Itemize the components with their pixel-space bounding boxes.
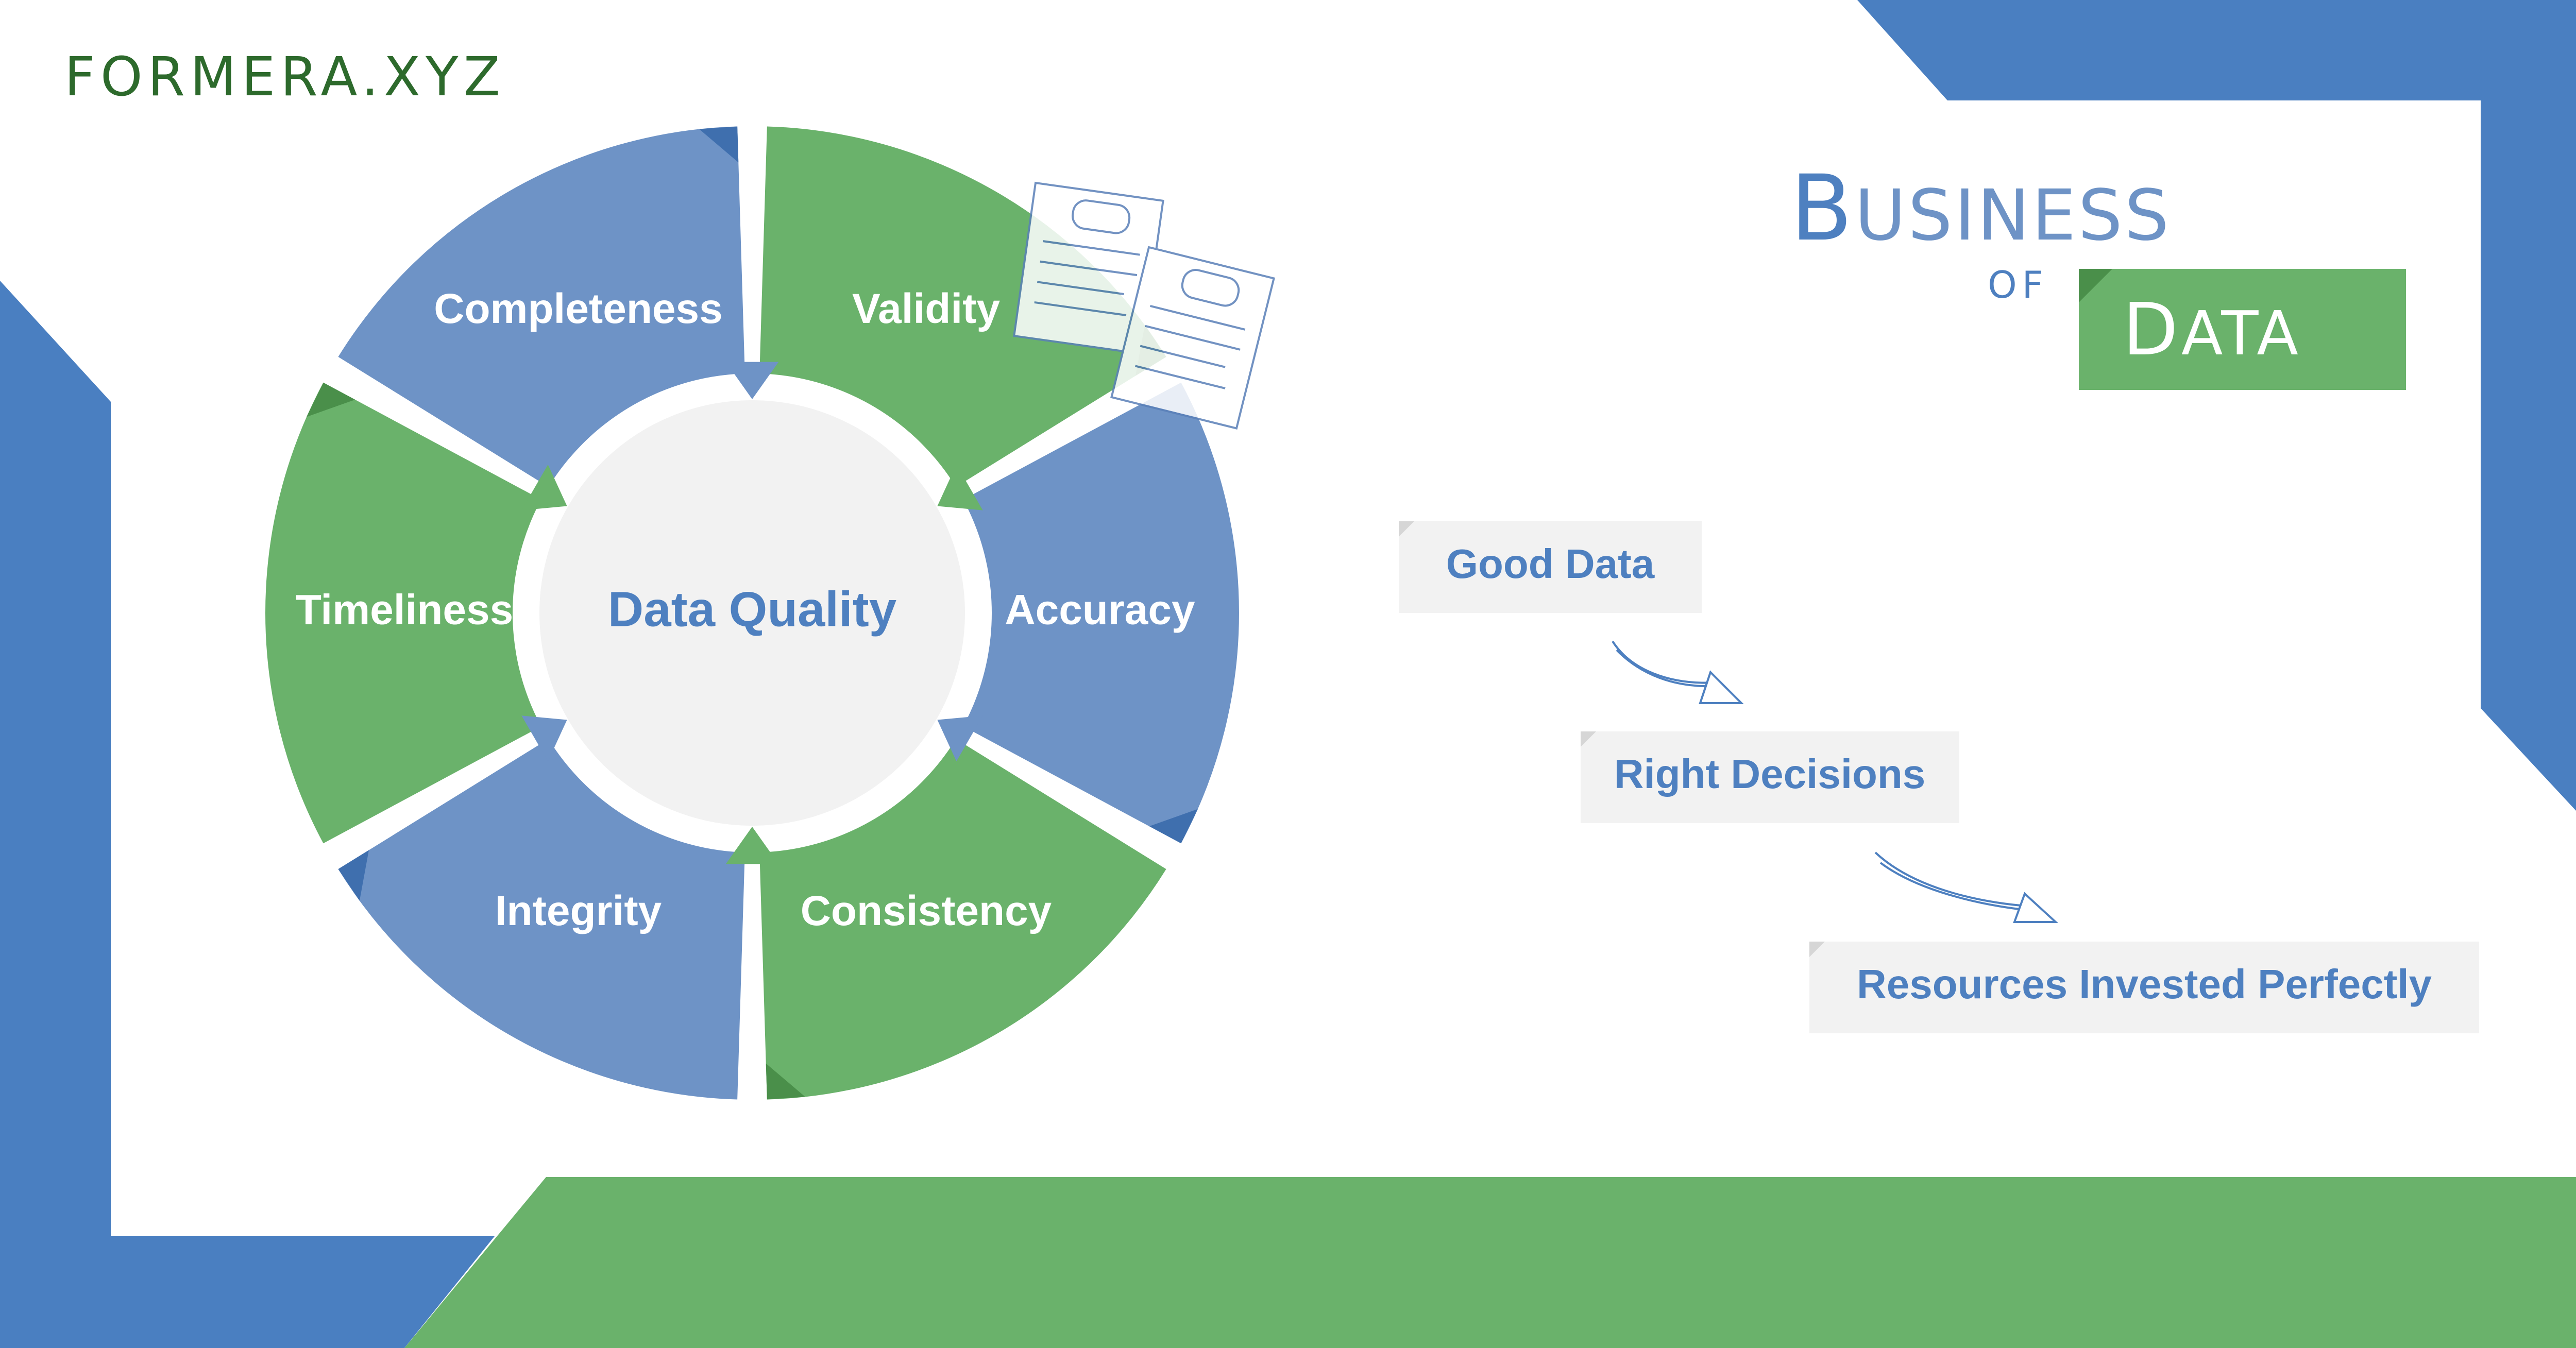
wheel-label-integrity: Integrity: [495, 888, 662, 934]
segment-pointer: [725, 362, 779, 399]
title-data: DATA: [2123, 288, 2301, 372]
title-business: BUSINESS: [1790, 156, 2171, 261]
documents-sketch-icon: [1012, 181, 1275, 430]
segment-fold-corner: [307, 382, 355, 417]
wheel-segment-timeliness: [265, 382, 573, 844]
brand-logo: FORMERA.XYZ: [64, 45, 505, 108]
frame-top-right-blue: [1857, 0, 2576, 811]
flow-step-box: [1809, 942, 2479, 1033]
wheel-segment-accuracy: [931, 382, 1239, 844]
flow-step-resources: Resources Invested Perfectly: [1809, 942, 2479, 1033]
flow-steps: Good Data Right Decisions Resources Inve…: [1399, 521, 2479, 1033]
flow-step-fold: [1581, 731, 1596, 747]
title-business-rest: USINESS: [1855, 175, 2171, 257]
flow-arrow-2: [1874, 851, 2059, 923]
segment-pointer: [521, 715, 567, 762]
data-quality-wheel: Data Quality Completeness ValidityAccurac…: [265, 126, 1239, 1100]
title-data-rest: ATA: [2181, 298, 2301, 369]
segment-pointer: [725, 827, 779, 864]
wheel-label-consistency: Consistency: [801, 888, 1052, 934]
flow-step-fold: [1809, 942, 1825, 957]
title-data-fold: [2079, 269, 2112, 302]
title-block: BUSINESS OF DATA: [1790, 156, 2406, 390]
wheel-label-timeliness: Timeliness: [296, 587, 513, 634]
flow-step-fold: [1399, 521, 1414, 537]
title-business-initial: B: [1790, 156, 1855, 261]
flow-step-box: [1581, 731, 1959, 823]
segment-fold-corner: [338, 850, 369, 901]
title-of: OF: [1988, 263, 2048, 306]
flow-step-label: Resources Invested Perfectly: [1857, 961, 2432, 1007]
wheel-pointers: [521, 362, 983, 864]
center-label: Data Quality: [608, 582, 896, 637]
flow-step-right-decisions: Right Decisions: [1581, 731, 1959, 823]
title-data-box: [2079, 269, 2406, 390]
frame-left-blue: [0, 281, 495, 1348]
segment-fold-corner: [766, 1063, 805, 1100]
flow-step-label: Right Decisions: [1614, 751, 1926, 797]
wheel-label-accuracy: Accuracy: [1005, 587, 1195, 634]
segment-pointer: [521, 464, 567, 510]
flow-step-good-data: Good Data: [1399, 521, 1702, 613]
wheel-label-validity: Validity: [852, 285, 1001, 332]
flow-arrow-1: [1612, 640, 1744, 704]
segment-pointer: [937, 464, 983, 510]
segment-fold-corner: [699, 126, 739, 163]
segment-pointer: [937, 715, 983, 762]
frame-bottom-green: [404, 1177, 2576, 1348]
wheel-label-completeness: Completeness: [434, 285, 723, 332]
center-circle: [539, 400, 965, 826]
flow-step-label: Good Data: [1446, 541, 1655, 587]
wheel-segments: [265, 126, 1239, 1100]
segment-fold-corner: [1149, 809, 1198, 844]
title-data-initial: D: [2123, 288, 2181, 372]
flow-step-box: [1399, 521, 1702, 613]
